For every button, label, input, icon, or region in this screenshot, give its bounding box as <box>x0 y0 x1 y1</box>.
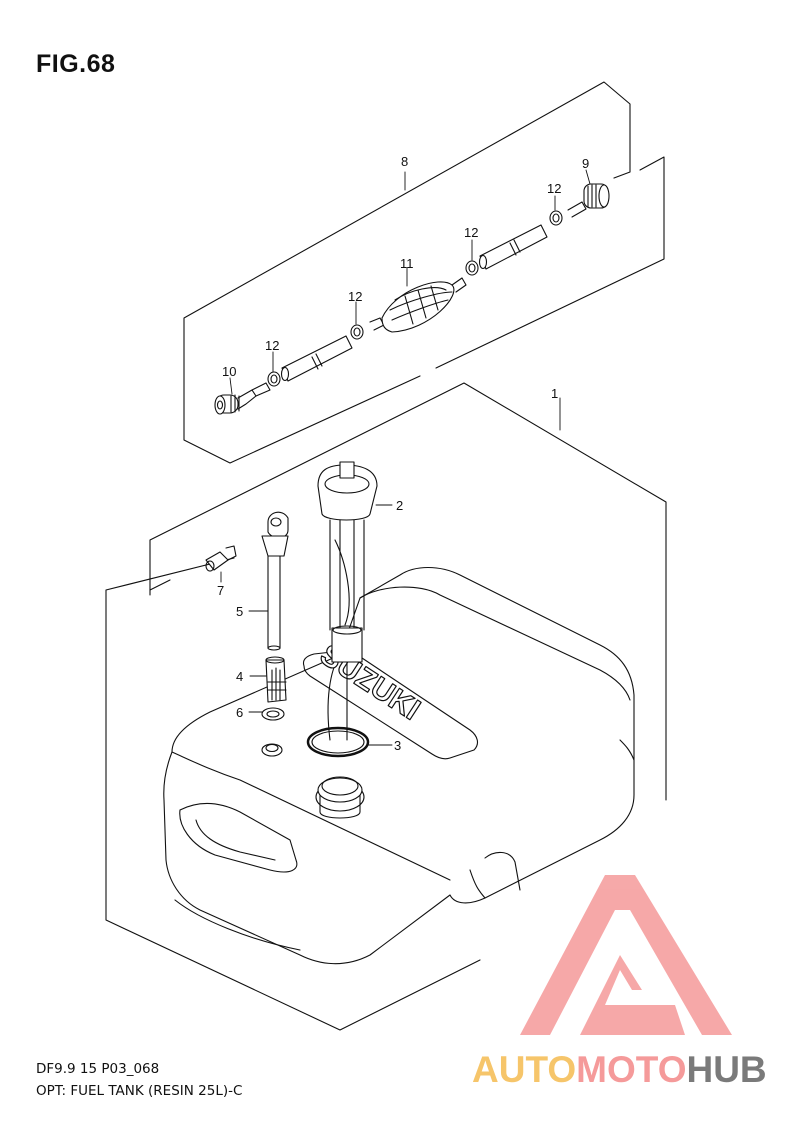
callout-6: 6 <box>236 705 243 720</box>
callout-1: 1 <box>551 386 558 401</box>
figure-title: FIG.68 <box>36 50 116 78</box>
callout-8: 8 <box>401 154 408 169</box>
watermark-auto: AUTO <box>472 1049 576 1090</box>
pipe <box>261 511 289 651</box>
callout-12: 12 <box>348 289 362 304</box>
clamp <box>465 260 479 276</box>
connector-10 <box>214 382 271 415</box>
footer-name: OPT: FUEL TANK (RESIN 25L)-C <box>36 1083 243 1099</box>
primer-bulb <box>369 277 467 333</box>
tank-assembly-frame <box>105 382 667 1031</box>
callout-3: 3 <box>394 738 401 753</box>
hose-assembly-frame <box>183 81 665 464</box>
callout-2: 2 <box>396 498 403 513</box>
callout-12: 12 <box>464 225 478 240</box>
fuel-gauge <box>317 461 378 741</box>
callout-10: 10 <box>222 364 236 379</box>
svg-text:AUTOMOTOHUB: AUTOMOTOHUB <box>472 1049 767 1090</box>
fuel-tank: SUZUKI <box>163 567 635 965</box>
callouts: 1 2 3 4 5 6 7 8 9 10 11 12 12 12 12 <box>217 154 589 753</box>
hose-segment <box>478 224 548 270</box>
watermark-triangle <box>520 875 732 1035</box>
callout-5: 5 <box>236 604 243 619</box>
callout-12: 12 <box>547 181 561 196</box>
callout-11: 11 <box>400 256 414 271</box>
watermark-hub: HUB <box>686 1049 766 1090</box>
o-ring <box>306 726 370 758</box>
callout-12: 12 <box>265 338 279 353</box>
callout-9: 9 <box>582 156 589 171</box>
hose-segment <box>280 335 353 382</box>
callout-4: 4 <box>236 669 243 684</box>
connector-9 <box>567 183 610 218</box>
connector-7 <box>205 545 237 572</box>
watermark-moto: MOTO <box>576 1049 686 1090</box>
footer-code: DF9.9 15 P03_068 <box>36 1061 160 1077</box>
clamp <box>549 210 563 226</box>
clamp <box>267 371 281 387</box>
watermark-logo: AUTOMOTOHUB <box>472 875 767 1090</box>
gasket <box>261 707 285 721</box>
leader-lines <box>220 169 591 746</box>
filter <box>265 656 287 703</box>
clamp <box>350 324 364 340</box>
callout-7: 7 <box>217 583 224 598</box>
